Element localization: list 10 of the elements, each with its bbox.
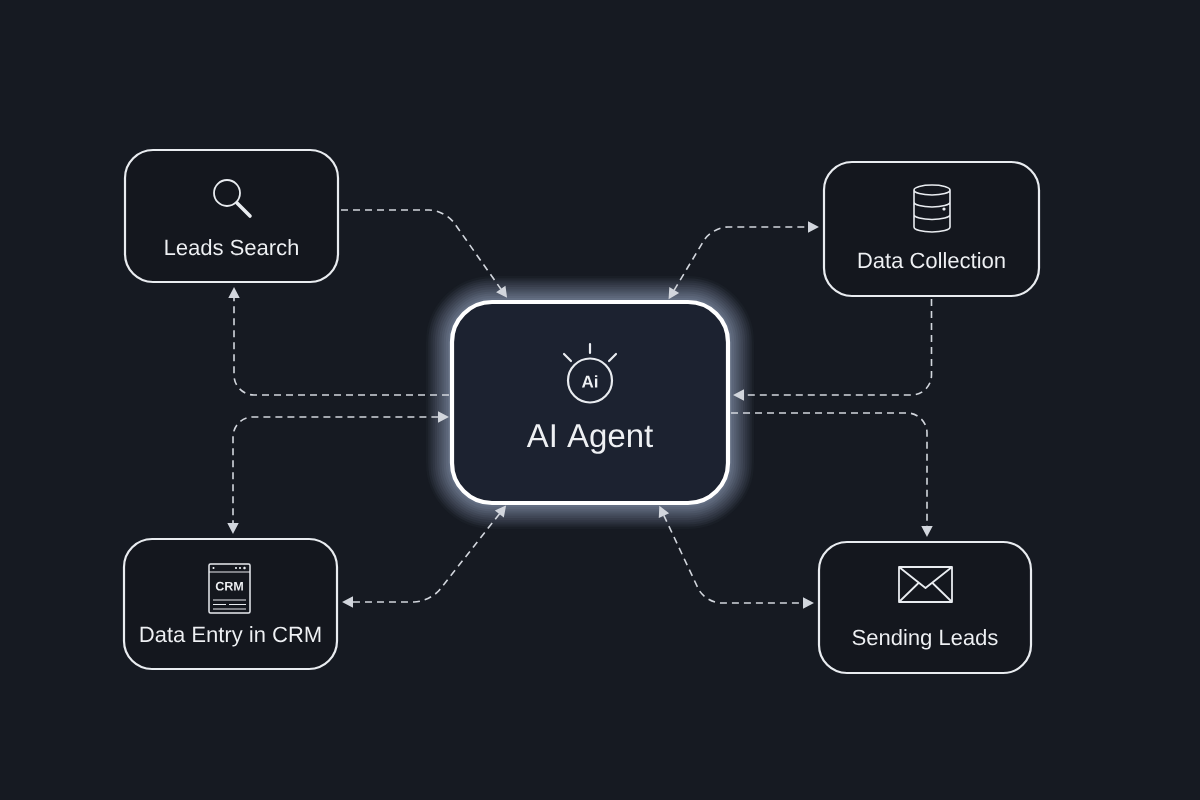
node-label: Leads Search bbox=[165, 239, 298, 256]
process-box bbox=[123, 148, 340, 284]
node-label: Data Entry in CRM bbox=[140, 626, 321, 647]
node-label: Sending Leads bbox=[852, 629, 998, 650]
node-label: AI Agent bbox=[526, 424, 653, 454]
process-box bbox=[122, 537, 339, 671]
process-box bbox=[817, 540, 1033, 675]
process-box bbox=[822, 160, 1041, 298]
agent-box bbox=[526, 342, 653, 454]
node-label: Data Collection bbox=[858, 252, 1005, 269]
